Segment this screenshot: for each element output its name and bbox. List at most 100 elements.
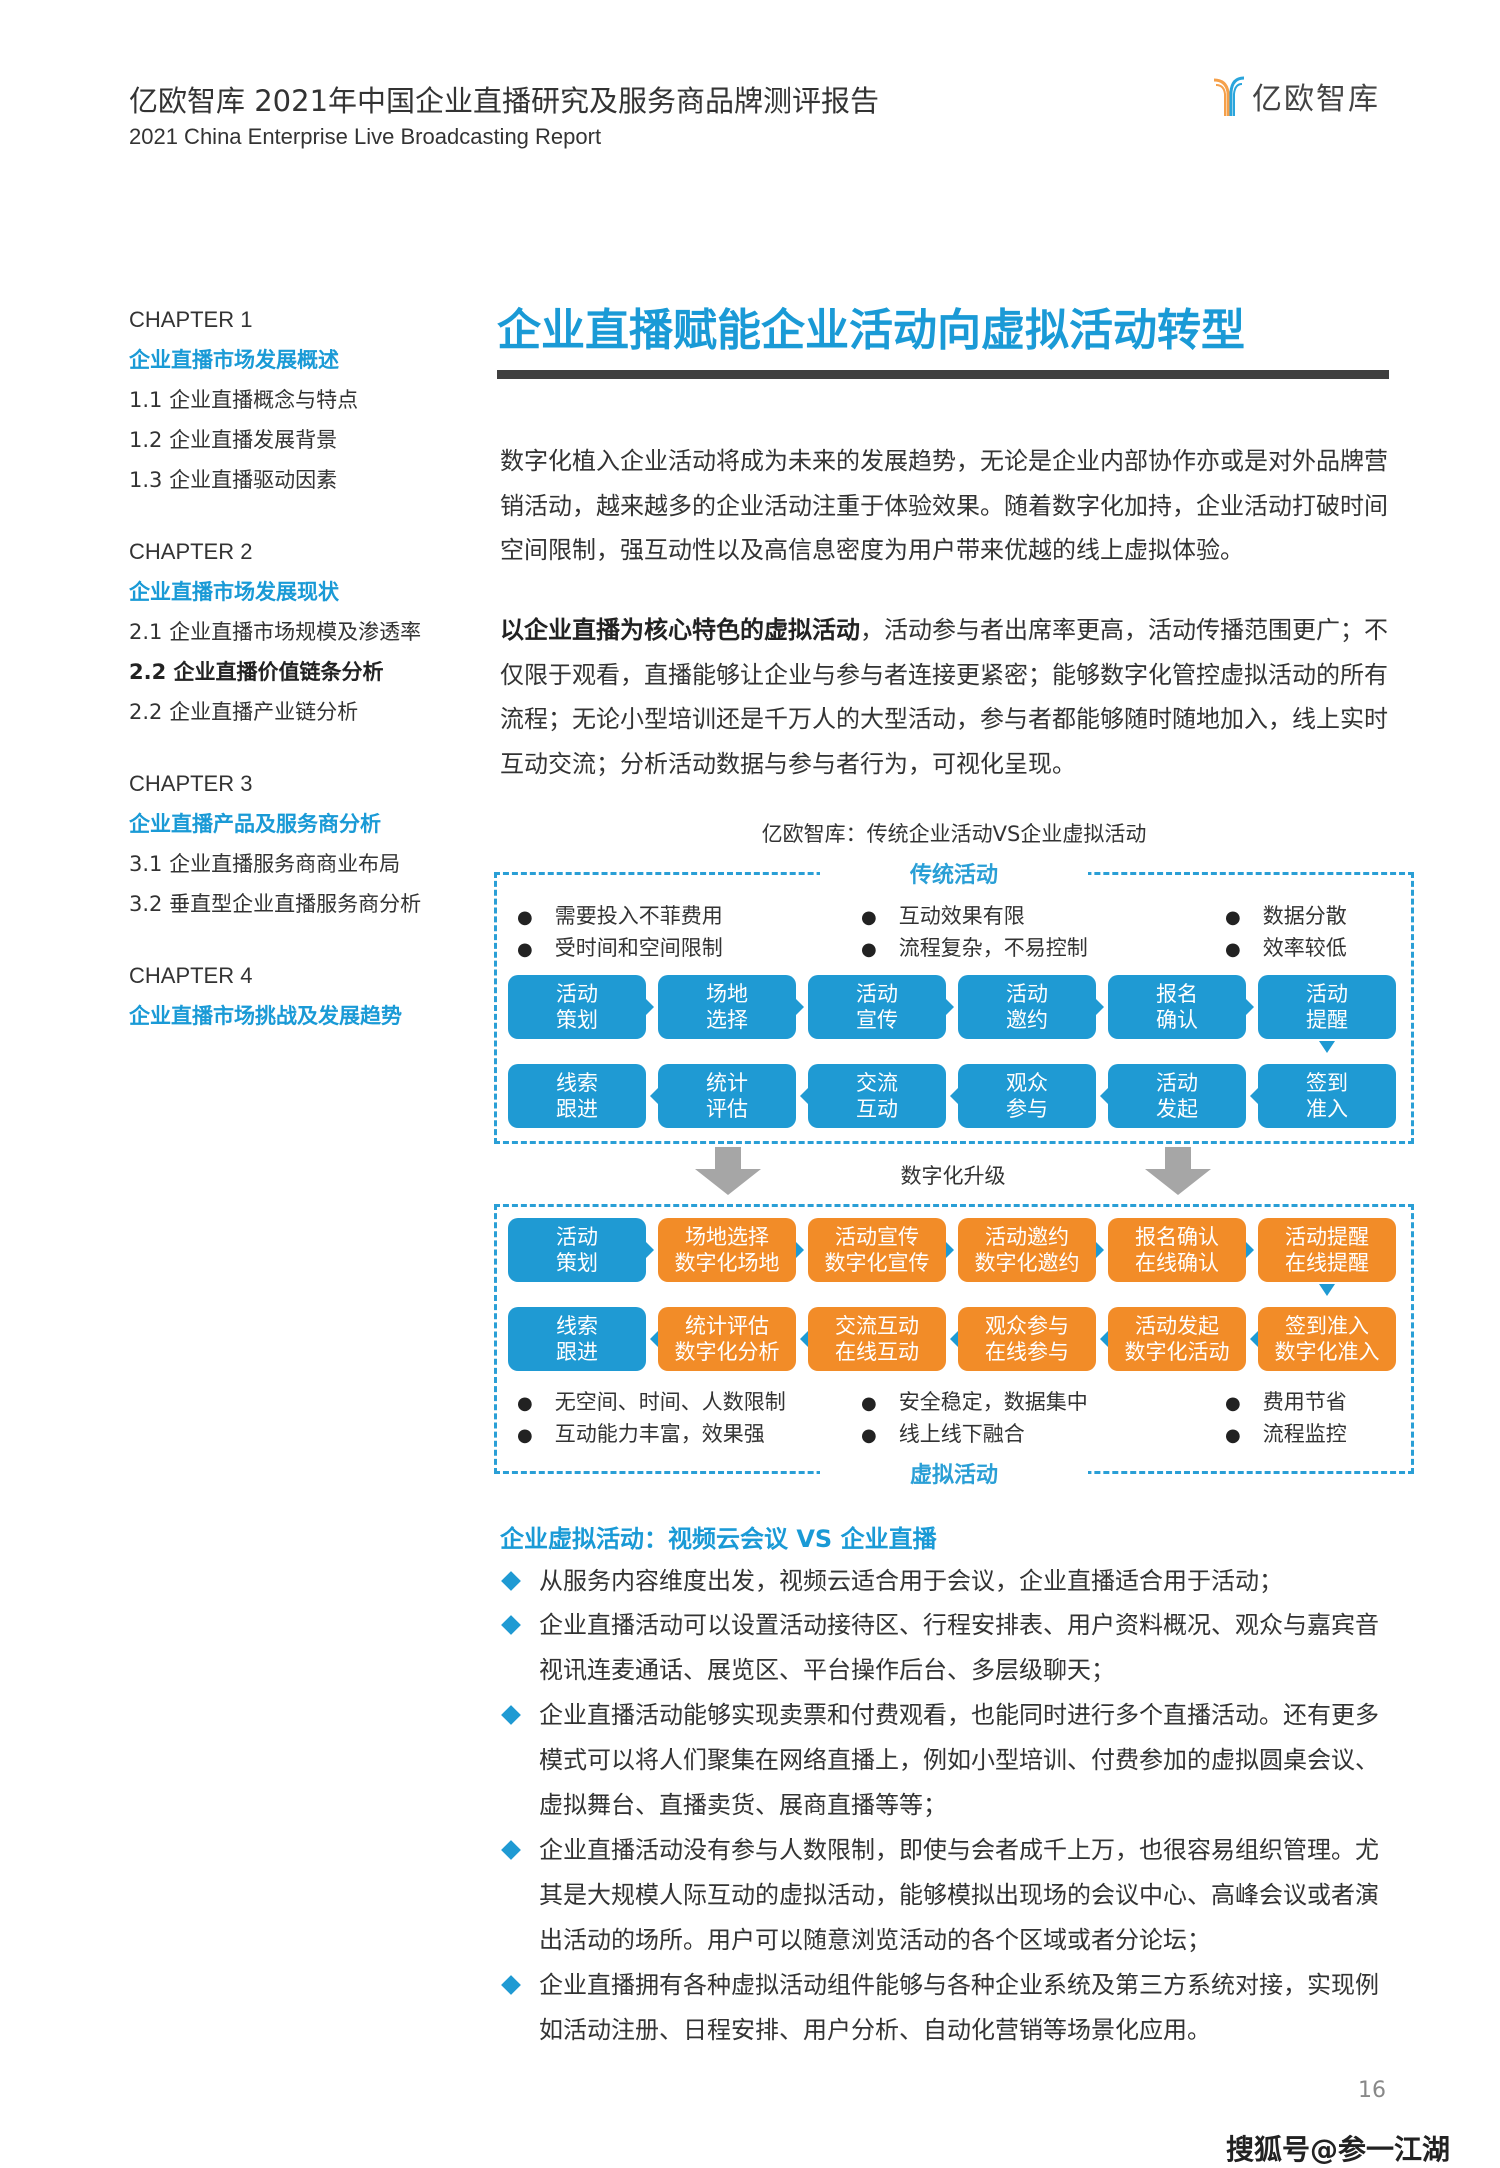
bullet-item: 无空间、时间、人数限制: [517, 1386, 786, 1416]
bullet-item: 安全稳定，数据集中: [861, 1386, 1088, 1416]
process-step: 签到准入 数字化准入: [1258, 1307, 1396, 1371]
arrow-left-icon: [650, 1088, 658, 1104]
list-item-text: 企业直播活动能够实现卖票和付费观看，也能同时进行多个直播活动。还有更多模式可以将…: [539, 1701, 1379, 1819]
process-step: 报名确认 在线确认: [1108, 1218, 1246, 1282]
chapter-label: CHAPTER 1: [129, 307, 253, 332]
chapter-title[interactable]: 企业直播市场发展现状: [129, 580, 339, 604]
arrow-left-icon: [800, 1088, 808, 1104]
toc-item[interactable]: 2.2 企业直播价值链条分析: [129, 660, 384, 684]
list-item: 企业直播活动能够实现卖票和付费观看，也能同时进行多个直播活动。还有更多模式可以将…: [500, 1693, 1400, 1828]
arrow-left-icon: [800, 1331, 808, 1347]
upgrade-label: 数字化升级: [900, 1164, 1006, 1188]
toc-item[interactable]: 1.3 企业直播驱动因素: [129, 468, 338, 492]
arrow-right-icon: [1096, 1242, 1104, 1258]
bullet-item: 数据分散: [1225, 900, 1347, 930]
toc-spacer: [129, 500, 469, 532]
list-item-text: 从服务内容维度出发，视频云适合用于会议，企业直播适合用于活动；: [539, 1567, 1283, 1595]
toc-item[interactable]: 2.2 企业直播产业链分析: [129, 700, 359, 724]
chapter-title[interactable]: 企业直播产品及服务商分析: [129, 812, 381, 836]
process-step: 线索 跟进: [508, 1307, 646, 1371]
page-number: 16: [1358, 2078, 1386, 2103]
arrow-right-icon: [796, 999, 804, 1015]
process-step: 活动 策划: [508, 975, 646, 1039]
list-item-text: 企业直播活动没有参与人数限制，即使与会者成千上万，也很容易组织管理。尤其是大规模…: [539, 1836, 1379, 1954]
process-step: 场地选择 数字化场地: [658, 1218, 796, 1282]
diamond-bullet-icon: [501, 1615, 521, 1635]
virtual-label: 虚拟活动: [819, 1463, 1088, 1488]
list-item-text: 企业直播活动可以设置活动接待区、行程安排表、用户资料概况、观众与嘉宾音视讯连麦通…: [539, 1611, 1379, 1684]
process-step: 活动邀约 数字化邀约: [958, 1218, 1096, 1282]
chapter-label: CHAPTER 3: [129, 771, 253, 796]
diamond-bullet-icon: [501, 1840, 521, 1860]
arrow-right-icon: [646, 999, 654, 1015]
arrow-right-icon: [1246, 1242, 1254, 1258]
chapter-title[interactable]: 企业直播市场发展概述: [129, 348, 339, 372]
arrow-right-icon: [1246, 999, 1254, 1015]
bullet-item: 效率较低: [1225, 932, 1347, 962]
logo: 亿欧智库: [1212, 74, 1380, 118]
process-step: 交流 互动: [808, 1064, 946, 1128]
list-item: 企业直播活动可以设置活动接待区、行程安排表、用户资料概况、观众与嘉宾音视讯连麦通…: [500, 1603, 1400, 1693]
bullet-item: 费用节省: [1225, 1386, 1347, 1416]
down-arrow-icon: [695, 1147, 761, 1195]
process-step: 活动发起 数字化活动: [1108, 1307, 1246, 1371]
process-step: 交流互动 在线互动: [808, 1307, 946, 1371]
process-step: 活动宣传 数字化宣传: [808, 1218, 946, 1282]
arrow-left-icon: [950, 1331, 958, 1347]
toc-item[interactable]: 1.1 企业直播概念与特点: [129, 388, 359, 412]
process-step: 活动 提醒: [1258, 975, 1396, 1039]
sidebar-toc: CHAPTER 1 企业直播市场发展概述 1.1 企业直播概念与特点 1.2 企业直播…: [129, 300, 469, 1036]
title-underline: [497, 370, 1389, 379]
arrow-left-icon: [1100, 1088, 1108, 1104]
watermark: 搜狐号@参一江湖: [1226, 2133, 1451, 2166]
bullet-item: 受时间和空间限制: [517, 932, 723, 962]
arrow-right-icon: [646, 1242, 654, 1258]
toc-spacer: [129, 732, 469, 764]
toc-spacer: [129, 924, 469, 956]
logo-icon: [1213, 76, 1245, 116]
arrow-left-icon: [1100, 1331, 1108, 1347]
report-title: 亿欧智库 2021年中国企业直播研究及服务商品牌测评报告: [129, 84, 880, 118]
bullet-item: 线上线下融合: [861, 1418, 1025, 1448]
list-item: 从服务内容维度出发，视频云适合用于会议，企业直播适合用于活动；: [500, 1559, 1400, 1604]
para-text: ，活动参与者出席率更高，活动传播范围更广；不仅限于观看，直播能够让企业与参与者连…: [500, 616, 1388, 778]
process-step: 活动 发起: [1108, 1064, 1246, 1128]
arrow-down-icon: [1319, 1041, 1335, 1053]
diamond-bullet-icon: [501, 1705, 521, 1725]
diamond-bullet-icon: [501, 1571, 521, 1591]
bullet-item: 互动能力丰富，效果强: [517, 1418, 765, 1448]
process-step: 活动 邀约: [958, 975, 1096, 1039]
logo-text: 亿欧智库: [1252, 82, 1380, 117]
process-step: 场地 选择: [658, 975, 796, 1039]
toc-item[interactable]: 3.1 企业直播服务商商业布局: [129, 852, 401, 876]
process-step: 统计 评估: [658, 1064, 796, 1128]
arrow-left-icon: [950, 1088, 958, 1104]
traditional-box: 传统活动: [494, 863, 1414, 1144]
virtual-box: 虚拟活动: [494, 1204, 1414, 1488]
bullet-item: 互动效果有限: [861, 900, 1025, 930]
page-title: 企业直播赋能企业活动向虚拟活动转型: [497, 305, 1245, 356]
process-step: 签到 准入: [1258, 1064, 1396, 1128]
virtual-paragraph: 以企业直播为核心特色的虚拟活动，活动参与者出席率更高，活动传播范围更广；不仅限于…: [500, 608, 1400, 786]
arrow-right-icon: [946, 1242, 954, 1258]
chapter-title[interactable]: 企业直播市场挑战及发展趋势: [129, 1004, 402, 1028]
process-step: 活动提醒 在线提醒: [1258, 1218, 1396, 1282]
list-item: 企业直播活动没有参与人数限制，即使与会者成千上万，也很容易组织管理。尤其是大规模…: [500, 1828, 1400, 1963]
arrow-right-icon: [946, 999, 954, 1015]
section-heading: 企业虚拟活动：视频云会议 VS 企业直播: [500, 1525, 937, 1553]
bullet-item: 需要投入不菲费用: [517, 900, 723, 930]
down-arrow-icon: [1145, 1147, 1211, 1195]
toc-item[interactable]: 2.1 企业直播市场规模及渗透率: [129, 620, 422, 644]
process-step: 线索 跟进: [508, 1064, 646, 1128]
toc-item[interactable]: 3.2 垂直型企业直播服务商分析: [129, 892, 422, 916]
process-step: 观众 参与: [958, 1064, 1096, 1128]
bullet-item: 流程监控: [1225, 1418, 1347, 1448]
arrow-left-icon: [650, 1331, 658, 1347]
chapter-label: CHAPTER 2: [129, 539, 253, 564]
process-step: 观众参与 在线参与: [958, 1307, 1096, 1371]
arrow-down-icon: [1319, 1284, 1335, 1296]
bullet-item: 流程复杂，不易控制: [861, 932, 1088, 962]
toc-item[interactable]: 1.2 企业直播发展背景: [129, 428, 338, 452]
intro-paragraph: 数字化植入企业活动将成为未来的发展趋势，无论是企业内部协作亦或是对外品牌营销活动…: [500, 447, 1388, 564]
traditional-label: 传统活动: [819, 863, 1088, 888]
